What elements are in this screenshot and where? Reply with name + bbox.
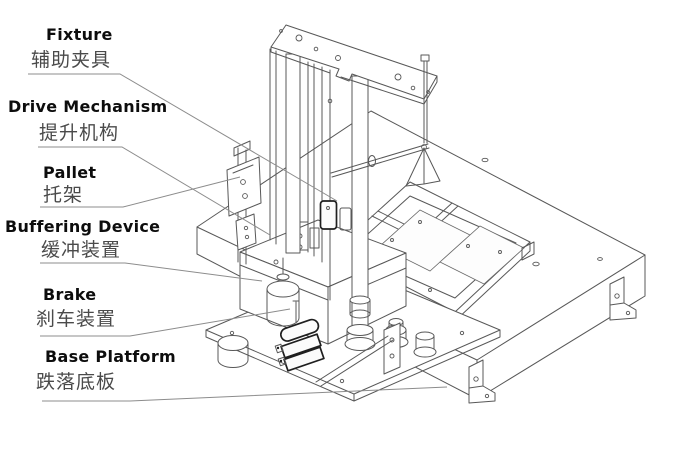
callout-leaders <box>28 73 448 402</box>
label-drive-mechanism-zh: 提升机构 <box>39 122 119 144</box>
callout-labels: Fixture 辅助夹具 Drive Mechanism 提升机构 Pallet… <box>5 25 176 393</box>
label-pallet-en: Pallet <box>43 163 96 182</box>
label-base-platform-zh: 跌落底板 <box>36 371 116 393</box>
label-brake-zh: 刹车装置 <box>36 308 116 330</box>
label-fixture-en: Fixture <box>46 25 113 44</box>
top-crosshead-plate <box>270 24 438 105</box>
label-fixture-zh: 辅助夹具 <box>31 49 111 71</box>
platform-foot-front <box>468 359 496 404</box>
platform-foot-right <box>609 276 637 321</box>
tripod-hook <box>405 144 441 187</box>
pallet-carriage <box>226 140 262 265</box>
label-buffering-device-zh: 缓冲装置 <box>41 239 121 261</box>
label-buffering-device-en: Buffering Device <box>5 217 160 236</box>
buffering-cylinders <box>217 257 437 387</box>
brake-assembly <box>274 300 325 372</box>
label-drive-mechanism-en: Drive Mechanism <box>8 97 168 116</box>
release-rod <box>330 54 441 187</box>
fixture-plate <box>319 200 352 231</box>
label-brake-en: Brake <box>43 285 96 304</box>
label-base-platform-en: Base Platform <box>45 347 176 366</box>
label-pallet-zh: 托架 <box>43 184 83 206</box>
